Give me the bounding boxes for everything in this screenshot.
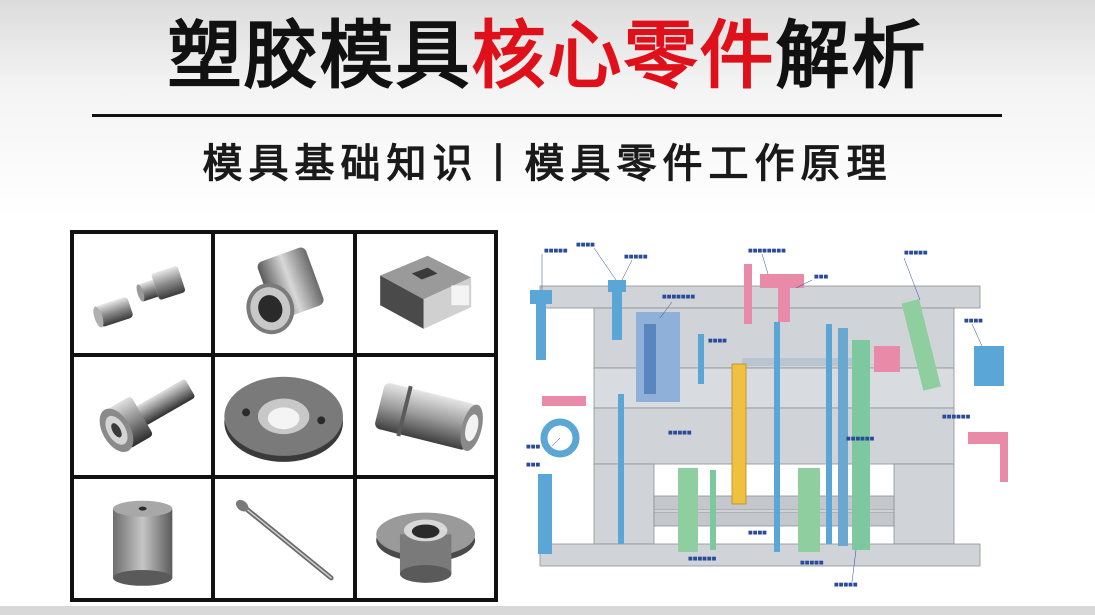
svg-text:■■■■■■: ■■■■■■	[846, 436, 875, 442]
parts-grid-cell	[215, 479, 353, 598]
parts-grid-cell	[356, 356, 494, 476]
flanged-bushing-icon	[246, 247, 324, 335]
cylinder-insert-icon	[113, 501, 173, 587]
svg-text:■■■■■■■: ■■■■■■■	[662, 294, 695, 300]
title-part1: 塑胶模具	[167, 13, 472, 99]
parts-grid-cell	[74, 479, 212, 598]
straight-bushing-icon	[374, 382, 483, 451]
svg-text:■■■: ■■■	[526, 462, 540, 468]
svg-text:■■■■■■■■: ■■■■■■■■	[748, 248, 786, 254]
svg-text:■■■■: ■■■■	[964, 318, 983, 324]
locating-ring-icon	[224, 376, 344, 462]
title-part2: 解析	[775, 13, 928, 99]
svg-text:■■■■: ■■■■	[748, 530, 767, 536]
rectangular-block-icon	[379, 255, 471, 329]
svg-text:■■■■■: ■■■■■	[904, 250, 928, 256]
parts-grid-cell	[356, 479, 494, 598]
flanged-sleeve-icon	[375, 512, 475, 584]
svg-text:■■■■: ■■■■	[576, 242, 595, 248]
svg-text:■■■■■: ■■■■■	[834, 582, 858, 588]
parts-grid-cell	[74, 234, 212, 353]
header-banner: 塑胶模具核心零件解析 模具基础知识丨模具零件工作原理	[0, 0, 1095, 218]
svg-text:■■■: ■■■	[526, 444, 540, 450]
svg-text:■■■■■■: ■■■■■■	[688, 556, 717, 562]
parts-grid-cell	[356, 234, 494, 353]
mold-assembly-diagram: ■■■■■ ■■■■ ■■■■■ ■■■■■■■ ■■■■■■■■ ■■■ ■■…	[512, 234, 1032, 604]
parts-grid-cell	[215, 234, 353, 353]
ejector-pin-icon	[236, 500, 334, 581]
svg-text:■■■■: ■■■■	[708, 338, 727, 344]
title-highlight: 核心零件	[471, 13, 776, 99]
mold-assembly-cross-section-icon: ■■■■■ ■■■■ ■■■■■ ■■■■■■■ ■■■■■■■■ ■■■ ■■…	[526, 242, 1008, 588]
svg-text:■■■: ■■■	[814, 274, 828, 280]
page-subtitle: 模具基础知识丨模具零件工作原理	[202, 140, 893, 187]
shouldered-pin-icon	[99, 379, 195, 452]
svg-text:■■■■■■: ■■■■■■	[942, 414, 971, 420]
svg-text:■■■■■: ■■■■■	[800, 560, 824, 566]
svg-text:■■■■■: ■■■■■	[624, 254, 648, 260]
parts-grid	[70, 230, 498, 602]
guide-pin-pair-icon	[93, 266, 186, 328]
bottom-strip	[0, 606, 1095, 615]
parts-grid-cell	[215, 356, 353, 476]
svg-text:■■■■■: ■■■■■	[544, 248, 568, 254]
page-title: 塑胶模具核心零件解析	[0, 6, 1095, 106]
title-divider	[92, 114, 1002, 117]
parts-grid-cell	[74, 356, 212, 476]
svg-text:■■■■■: ■■■■■	[668, 430, 692, 436]
